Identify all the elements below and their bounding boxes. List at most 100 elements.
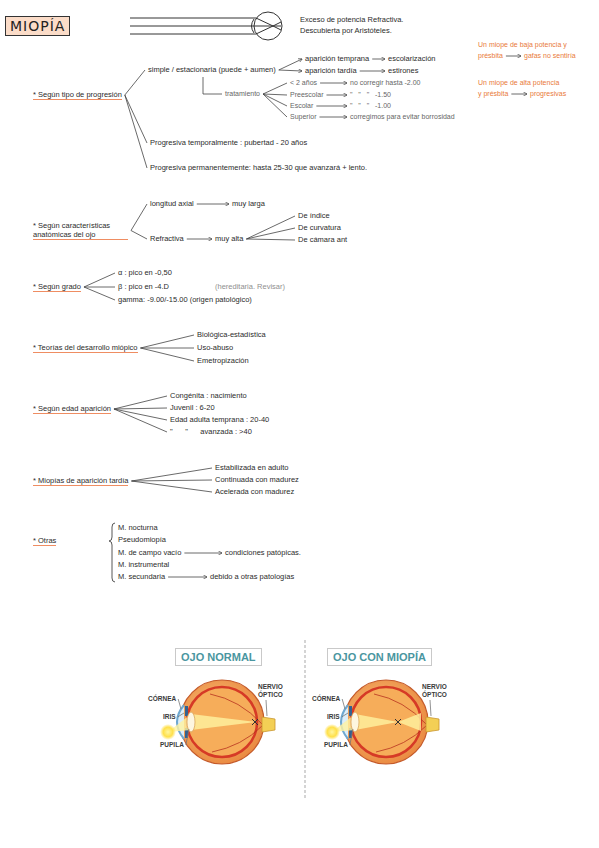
light-beam: [168, 714, 257, 732]
branch-line: [131, 204, 147, 231]
branch-line: [246, 216, 295, 239]
note-text: Congénita : nacimiento: [170, 391, 247, 401]
treatment-text: " " " -1.00: [350, 101, 391, 111]
branch-line: [263, 94, 287, 106]
branch-line: [246, 239, 295, 240]
title-box: OJO NORMAL: [175, 648, 262, 666]
arrow-line: [511, 94, 527, 95]
branch-line: [125, 70, 145, 95]
eye-myopic: [324, 680, 439, 764]
note-text: Biológica-estadística: [197, 330, 266, 340]
branch-line: [114, 396, 167, 409]
note-text: Acelerada con madurez: [215, 487, 294, 497]
note-text: Estabilizada en adulto: [215, 463, 288, 473]
treatment-text: " " " -1.50: [350, 90, 391, 100]
branch-line: [114, 409, 167, 432]
arrow-line: [320, 83, 347, 84]
branch-line: [114, 409, 167, 420]
blood-vessel: [212, 726, 262, 752]
part-label: PUPILA: [160, 741, 184, 749]
light-source: [160, 724, 176, 740]
note-text: estirones: [388, 66, 418, 76]
light-ray: [130, 34, 256, 35]
note-text: De índice: [298, 211, 330, 221]
branch-line: [263, 94, 287, 117]
box-title: OJO CON MIOPÍA: [333, 651, 426, 663]
note-text: condiciones patópicas.: [225, 548, 301, 558]
page-title: MIOPÍA: [5, 16, 70, 36]
treatment-text: tratamiento: [225, 89, 260, 99]
arrow-line: [316, 106, 347, 107]
part-label: PUPILA: [324, 741, 348, 749]
box-title: OJO NORMAL: [181, 651, 256, 663]
leader-line: [342, 713, 348, 717]
note-text: M. instrumental: [118, 560, 169, 570]
focus-mark: [252, 719, 258, 725]
note-text: muy larga: [232, 199, 265, 209]
note-text: Descubierta por Aristóteles.: [300, 26, 392, 36]
section-heading: * Según grado: [33, 282, 81, 292]
arrow-line: [279, 70, 302, 71]
treatment-text: Superior: [290, 112, 316, 122]
note-text: α : pico en -0,50: [118, 268, 172, 278]
note-text: Uso-abuso: [197, 343, 233, 353]
lens: [351, 712, 359, 732]
arrow-line: [197, 204, 229, 205]
light-beam: [332, 714, 398, 732]
branch-line: [84, 273, 115, 287]
treatment-text: Preescolar: [290, 90, 323, 100]
branch-line: [141, 348, 195, 349]
brace: [109, 523, 115, 582]
note-text: M. secundaria: [118, 572, 165, 582]
note-text: muy alta: [215, 234, 243, 244]
note-text: M. nocturna: [118, 523, 158, 533]
part-label: NERVIO ÓPTICO: [422, 683, 458, 699]
branch-line: [125, 95, 147, 168]
note-text: De cámara ant: [298, 235, 347, 245]
note-text: Pseudomiopía: [118, 535, 166, 545]
branch-line: [263, 94, 287, 95]
part-label: IRIS: [327, 713, 340, 721]
branch-line: [246, 228, 295, 239]
side-note: Un miope de baja potencia y: [478, 40, 567, 50]
light-ray: [130, 18, 256, 19]
arrow-line: [168, 577, 207, 578]
note-text: Progresiva temporalmente : pubertad - 20…: [150, 138, 307, 148]
branch-line: [84, 287, 115, 300]
arrow-line: [187, 239, 212, 240]
leader-line: [342, 699, 345, 709]
branch-line: [141, 335, 195, 348]
side-note: gafas no sentiría: [524, 51, 576, 61]
arrow-line: [184, 553, 222, 554]
note-text: Edad adulta temprana : 20-40: [170, 415, 269, 425]
leader-line: [430, 700, 431, 716]
branch-line: [131, 481, 212, 492]
eye-sketch: [130, 12, 282, 40]
leader-line: [266, 700, 267, 716]
optic-nerve: [426, 717, 439, 732]
remark-text: (hereditaria. Revisar): [215, 282, 285, 292]
branch-line: [131, 480, 212, 481]
note-text: Juvenil : 6-20: [170, 403, 215, 413]
section-heading: * Otras: [33, 536, 56, 546]
part-label: IRIS: [163, 713, 176, 721]
note-text: Emetropización: [197, 356, 249, 366]
note-text: Exceso de potencia Refractiva.: [300, 15, 403, 25]
note-text: Continuada con madurez: [215, 475, 299, 485]
note-text: simple / estacionaria (puede + aumen): [148, 65, 276, 75]
treatment-text: corregimos para evitar borrosidad: [350, 112, 455, 122]
arrow-line: [279, 59, 302, 70]
connector-group: [84, 56, 527, 745]
branch-line: [203, 77, 222, 94]
focus-mark: [395, 719, 401, 725]
note-text: debido a otras patologías: [210, 572, 294, 582]
note-text: β : pico en -4.D: [118, 282, 169, 292]
section-heading: * Según tipo de progresión: [33, 90, 122, 100]
lens: [187, 712, 195, 732]
note-text: " " avanzada : >40: [170, 427, 252, 437]
note-text: De curvatura: [298, 223, 341, 233]
eye-normal: [160, 680, 275, 764]
note-text: aparición temprana: [305, 54, 369, 64]
branch-line: [263, 83, 287, 94]
